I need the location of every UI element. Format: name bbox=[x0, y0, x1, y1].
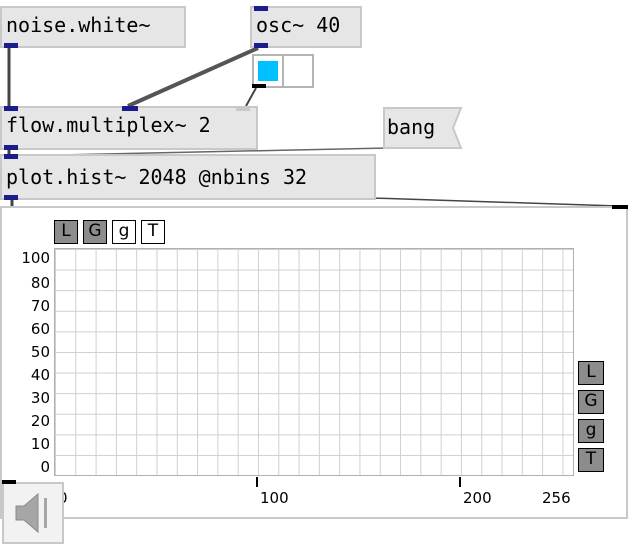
toggle-outlet[interactable] bbox=[252, 84, 266, 88]
y-tick-70: 70 bbox=[30, 297, 50, 315]
plot-hist-label: plot.hist~ 2048 @nbins 32 bbox=[6, 165, 308, 189]
noise-white-label: noise.white~ bbox=[6, 13, 151, 37]
top-btn-L[interactable]: L bbox=[54, 220, 78, 244]
top-btn-G[interactable]: G bbox=[83, 220, 107, 244]
x-tick-100: 100 bbox=[260, 489, 289, 507]
y-tick-30: 30 bbox=[30, 389, 50, 407]
y-tick-10: 10 bbox=[30, 435, 50, 453]
flow-multiplex-object[interactable]: flow.multiplex~ 2 bbox=[0, 106, 258, 150]
flow-multiplex-label: flow.multiplex~ 2 bbox=[6, 113, 211, 137]
x-tick-mark-100 bbox=[256, 477, 258, 487]
side-btn-G[interactable]: G bbox=[578, 390, 604, 414]
bang-message[interactable] bbox=[383, 107, 463, 149]
cord-toggle-to-multiplex[interactable] bbox=[245, 87, 257, 107]
noise-white-object[interactable]: noise.white~ bbox=[0, 6, 186, 48]
plot-inlet[interactable] bbox=[4, 154, 18, 159]
toggle-cell-inactive[interactable] bbox=[282, 54, 314, 88]
y-tick-40: 40 bbox=[30, 366, 50, 384]
multiplex-inlet-left[interactable] bbox=[4, 106, 18, 111]
side-btn-T[interactable]: T bbox=[578, 448, 604, 472]
multiplex-inlet-middle[interactable] bbox=[122, 106, 138, 111]
cord-plot-to-panel-right[interactable] bbox=[371, 197, 619, 207]
multiplex-inlet-right[interactable] bbox=[236, 106, 250, 111]
x-tick-256: 256 bbox=[542, 489, 571, 507]
y-tick-60: 60 bbox=[30, 320, 50, 338]
y-tick-50: 50 bbox=[30, 343, 50, 361]
histogram-grid[interactable] bbox=[54, 248, 574, 476]
y-tick-80: 80 bbox=[30, 274, 50, 292]
noise-outlet[interactable] bbox=[4, 43, 18, 48]
multiplex-outlet[interactable] bbox=[4, 145, 18, 150]
bang-message-label: bang bbox=[387, 115, 436, 139]
speaker-icon bbox=[15, 492, 47, 534]
plot-outlet[interactable] bbox=[4, 195, 18, 200]
x-tick-200: 200 bbox=[463, 489, 492, 507]
cord-osc-to-multiplex[interactable] bbox=[127, 46, 259, 108]
toggle-fill bbox=[258, 61, 278, 81]
plot-panel-corner bbox=[612, 205, 628, 209]
dac-inlet[interactable] bbox=[2, 480, 16, 484]
osc-object[interactable]: osc~ 40 bbox=[250, 6, 362, 48]
top-btn-g[interactable]: g bbox=[112, 220, 136, 244]
multiplex-toggle[interactable] bbox=[252, 54, 316, 88]
y-tick-0: 0 bbox=[40, 458, 50, 476]
plot-hist-object[interactable]: plot.hist~ 2048 @nbins 32 bbox=[0, 154, 376, 200]
y-tick-100: 100 bbox=[21, 249, 50, 267]
osc-inlet[interactable] bbox=[254, 6, 268, 11]
y-tick-20: 20 bbox=[30, 412, 50, 430]
dac-object[interactable] bbox=[2, 482, 64, 544]
side-btn-g[interactable]: g bbox=[578, 419, 604, 443]
osc-outlet[interactable] bbox=[254, 43, 268, 48]
osc-label: osc~ 40 bbox=[256, 13, 341, 37]
x-tick-mark-200 bbox=[459, 477, 461, 487]
side-btn-L[interactable]: L bbox=[578, 361, 604, 385]
toggle-cell-active[interactable] bbox=[252, 54, 284, 88]
top-btn-T[interactable]: T bbox=[141, 220, 165, 244]
